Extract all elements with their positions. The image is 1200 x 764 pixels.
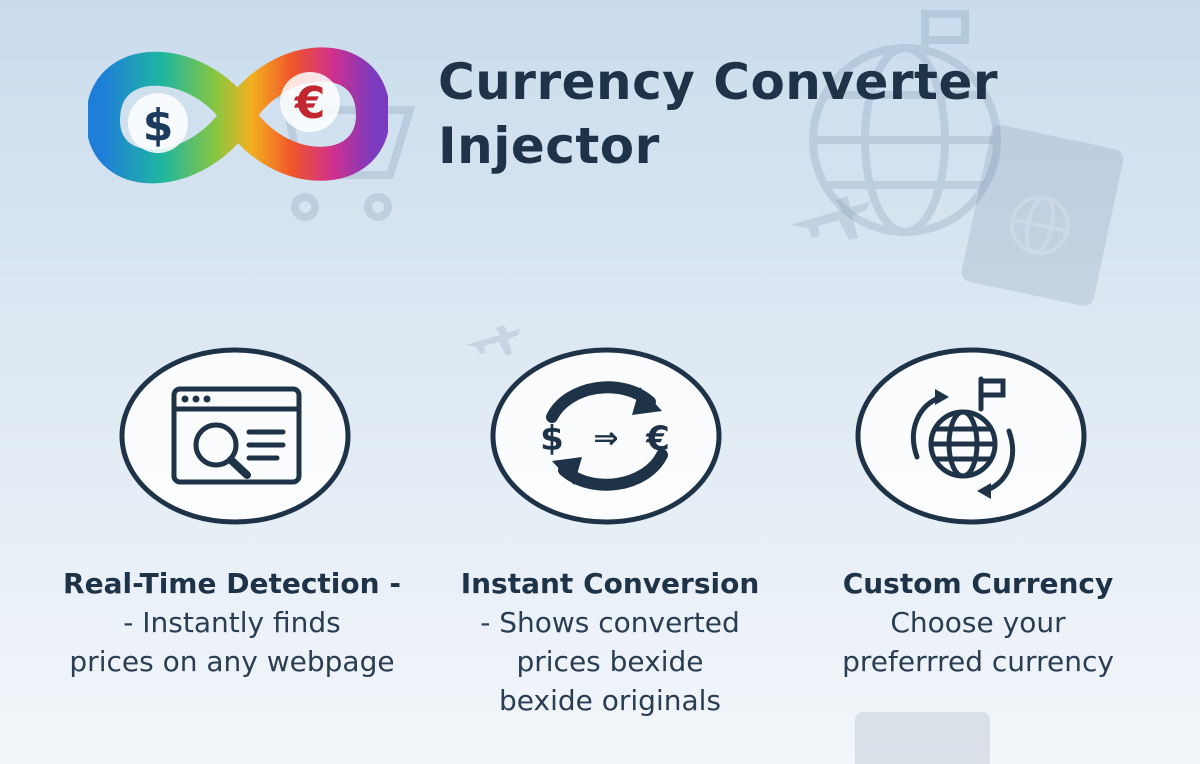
exchange-from-symbol: $ [540,419,564,459]
feature-title: Instant Conversion [460,567,760,600]
feature-desc-line: prices bexide [516,645,704,678]
currency-exchange-icon: $ ⇒ € [490,347,722,525]
webpage-search-icon [119,347,351,525]
infinity-currency-logo: $ € [88,47,388,184]
feature-desc-line: bexide originals [498,684,721,717]
exchange-arrow-symbol: ⇒ [593,421,618,456]
feature-desc-line: Choose your [890,606,1066,639]
document-icon [855,712,990,764]
feature-title: Custom Currency [842,567,1114,600]
euro-symbol: € [294,78,326,129]
feature-real-time-detection: Real-Time Detection - - Instantly finds … [32,565,432,681]
feature-instant-conversion: Instant Conversion - Shows converted pri… [410,565,810,720]
title-line-2: Injector [438,117,660,175]
dollar-symbol: $ [143,100,174,151]
feature-desc-line: prices on any webpage [69,645,395,678]
feature-title: Real-Time Detection - [63,567,401,600]
feature-desc-line: preferrred currency [842,645,1114,678]
title-line-1: Currency Converter [438,53,999,111]
feature-custom-currency: Custom Currency Choose your preferrred c… [778,565,1178,681]
exchange-to-symbol: € [645,419,670,459]
feature-desc-line: - Shows converted [480,606,740,639]
globe-flag-icon [855,347,1087,525]
feature-desc-line: - Instantly finds [123,606,341,639]
flag-icon [921,10,969,55]
plane-icon [790,196,870,240]
page-title: Currency Converter Injector [438,50,998,178]
